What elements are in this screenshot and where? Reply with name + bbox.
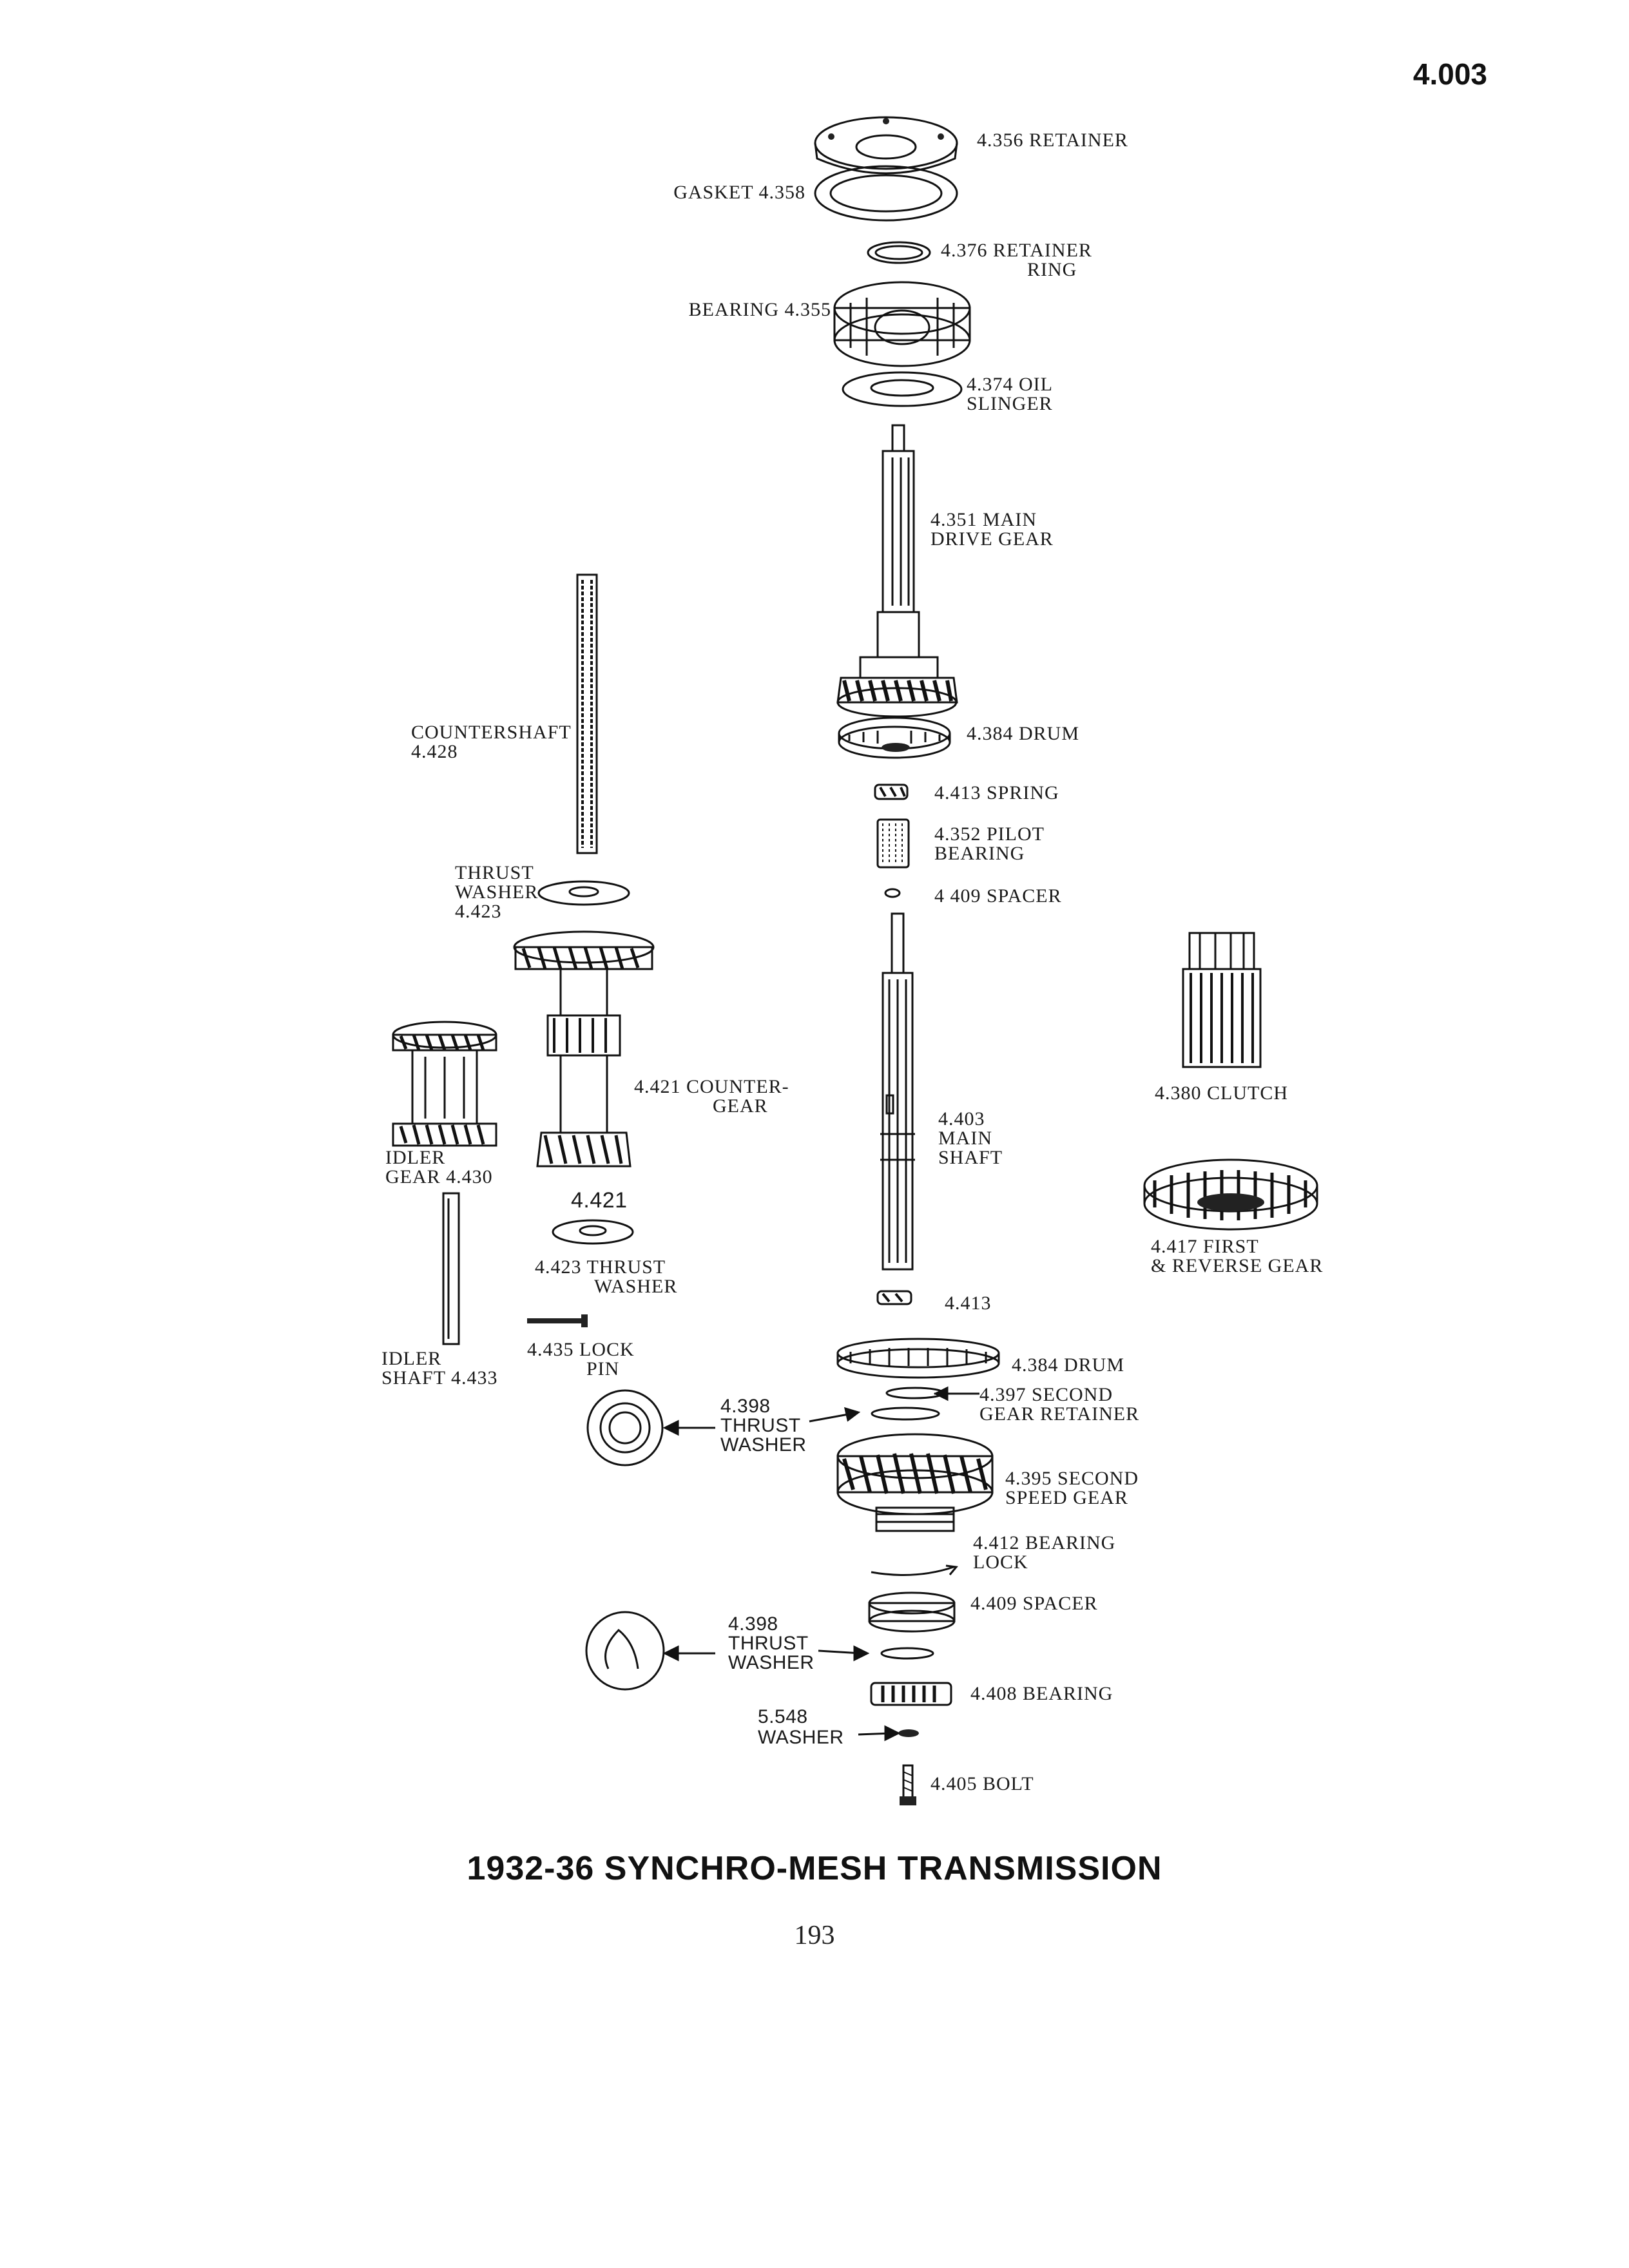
main-shaft-label-1: 4.403 bbox=[938, 1108, 985, 1129]
bolt-label: 4.405 BOLT bbox=[930, 1773, 1034, 1794]
spacer-drawing-lower bbox=[868, 1591, 956, 1633]
main-shaft-label-2: MAIN bbox=[938, 1128, 992, 1149]
idler-gear-label-1: IDLER bbox=[385, 1147, 446, 1168]
idler-gear-drawing bbox=[392, 1021, 497, 1147]
thrust-washer-lower-drawing bbox=[880, 1647, 934, 1660]
countergear-label-2: GEAR bbox=[713, 1095, 768, 1117]
countergear-label-1: 4.421 COUNTER- bbox=[634, 1076, 789, 1097]
thrust-washer-4398-b-label-3: WASHER bbox=[728, 1652, 815, 1673]
washer-5548-label-1: 5.548 bbox=[758, 1706, 808, 1727]
idler-shaft-label-1: IDLER bbox=[381, 1348, 442, 1369]
idler-shaft-label-2: SHAFT 4.433 bbox=[381, 1367, 498, 1389]
main-drive-gear-drawing bbox=[836, 424, 958, 718]
thrust-washer-4398-b-label-2: THRUST bbox=[728, 1633, 809, 1654]
callout-arrows bbox=[662, 1386, 979, 1742]
idler-gear-label-2: GEAR 4.430 bbox=[385, 1166, 493, 1187]
section-number: 4.003 bbox=[1412, 57, 1487, 91]
bearing-lock-label-1: 4.412 BEARING bbox=[973, 1532, 1116, 1553]
gasket-label: GASKET 4.358 bbox=[673, 182, 805, 203]
pilot-bearing-drawing bbox=[876, 818, 910, 869]
figure-title: 1932-36 SYNCHRO-MESH TRANSMISSION bbox=[467, 1850, 1162, 1887]
second-speed-gear-drawing bbox=[836, 1433, 994, 1532]
pilot-bearing-label-1: 4.352 PILOT bbox=[934, 823, 1045, 845]
oil-slinger-label-1: 4.374 OIL bbox=[967, 374, 1053, 395]
gasket-drawing bbox=[814, 165, 958, 222]
countergear-drawing bbox=[513, 930, 655, 1168]
spacer-label-top: 4 409 SPACER bbox=[934, 885, 1062, 907]
thrust-washer-4398-a-label-2: THRUST bbox=[720, 1415, 801, 1436]
small-washer-drawing bbox=[898, 1729, 919, 1737]
drum-drawing-top bbox=[838, 716, 951, 759]
bolt-drawing bbox=[900, 1764, 916, 1805]
spring-drawing-top bbox=[874, 783, 909, 800]
thrust-washer-4398-a-label-3: WASHER bbox=[720, 1434, 807, 1456]
lock-pin-label-1: 4.435 LOCK bbox=[527, 1339, 635, 1360]
spring-label-top: 4.413 SPRING bbox=[934, 782, 1059, 803]
main-shaft-label-3: SHAFT bbox=[938, 1147, 1003, 1168]
thrust-washer-top-label-1: THRUST bbox=[455, 862, 534, 883]
main-shaft-drawing bbox=[880, 912, 915, 1271]
retainer-ring-label-2: RING bbox=[1027, 259, 1077, 280]
lock-pin-label-2: PIN bbox=[586, 1358, 620, 1379]
thrust-washer-mid-drawing bbox=[871, 1407, 940, 1421]
thrust-washer-4398-a-drawing bbox=[586, 1389, 664, 1466]
lock-pin-drawing bbox=[527, 1314, 588, 1327]
first-reverse-gear-drawing bbox=[1143, 1158, 1318, 1231]
thrust-washer-4423-label-2: WASHER bbox=[594, 1276, 678, 1297]
countershaft-label-2: 4.428 bbox=[411, 741, 458, 762]
retainer-ring-drawing bbox=[867, 241, 931, 264]
countershaft-label-1: COUNTERSHAFT bbox=[411, 722, 572, 743]
retainer-drawing bbox=[814, 116, 958, 175]
second-speed-gear-label-2: SPEED GEAR bbox=[1005, 1487, 1128, 1508]
thrust-washer-4423-drawing bbox=[552, 1219, 634, 1245]
spring-drawing-lower bbox=[876, 1290, 912, 1305]
page-number: 193 bbox=[794, 1921, 835, 1950]
spacer-label-lower: 4.409 SPACER bbox=[970, 1593, 1098, 1614]
thrust-washer-top-label-2: WASHER bbox=[455, 881, 539, 903]
thrust-washer-4398-a-label-1: 4.398 bbox=[720, 1396, 771, 1417]
countershaft-drawing bbox=[576, 573, 598, 854]
second-gear-retainer-label-1: 4.397 SECOND bbox=[979, 1384, 1113, 1405]
first-reverse-gear-label-2: & REVERSE GEAR bbox=[1151, 1255, 1324, 1276]
bearing-4408-label: 4.408 BEARING bbox=[970, 1683, 1113, 1704]
clutch-drawing bbox=[1182, 932, 1262, 1068]
thrust-washer-top-drawing bbox=[537, 880, 630, 906]
clutch-label: 4.380 CLUTCH bbox=[1155, 1082, 1288, 1104]
oil-slinger-drawing bbox=[842, 371, 963, 407]
drum-drawing-lower bbox=[836, 1338, 1000, 1379]
drum-label-top: 4.384 DRUM bbox=[967, 723, 1080, 744]
roller-bearing-drawing bbox=[870, 1682, 952, 1706]
thrust-washer-top-label-3: 4.423 bbox=[455, 901, 502, 922]
washer-5548-label-2: WASHER bbox=[758, 1727, 844, 1748]
main-drive-gear-label-2: DRIVE GEAR bbox=[930, 528, 1054, 550]
countergear-number-label: 4.421 bbox=[571, 1188, 628, 1213]
spacer-drawing-top bbox=[884, 888, 901, 898]
drum-label-lower: 4.384 DRUM bbox=[1012, 1354, 1125, 1376]
thrust-washer-4398-b-label-1: 4.398 bbox=[728, 1613, 778, 1635]
ball-bearing-drawing bbox=[833, 281, 971, 367]
thrust-washer-4398-b-drawing bbox=[585, 1611, 665, 1691]
thrust-washer-4423-label-1: 4.423 THRUST bbox=[535, 1256, 666, 1278]
second-speed-gear-label-1: 4.395 SECOND bbox=[1005, 1468, 1139, 1489]
bearing-lock-drawing bbox=[871, 1564, 958, 1576]
idler-shaft-drawing bbox=[442, 1192, 460, 1345]
retainer-label: 4.356 RETAINER bbox=[977, 130, 1128, 151]
second-gear-retainer-label-2: GEAR RETAINER bbox=[979, 1403, 1140, 1425]
retainer-ring-label-1: 4.376 RETAINER bbox=[941, 240, 1092, 261]
first-reverse-gear-label-1: 4.417 FIRST bbox=[1151, 1236, 1259, 1257]
pilot-bearing-label-2: BEARING bbox=[934, 843, 1025, 864]
oil-slinger-label-2: SLINGER bbox=[967, 393, 1053, 414]
bearing-lock-label-2: LOCK bbox=[973, 1552, 1028, 1573]
bearing-4355-label: BEARING 4.355 bbox=[688, 299, 831, 320]
spring-label-lower: 4.413 bbox=[945, 1293, 992, 1314]
main-drive-gear-label-1: 4.351 MAIN bbox=[930, 509, 1037, 530]
